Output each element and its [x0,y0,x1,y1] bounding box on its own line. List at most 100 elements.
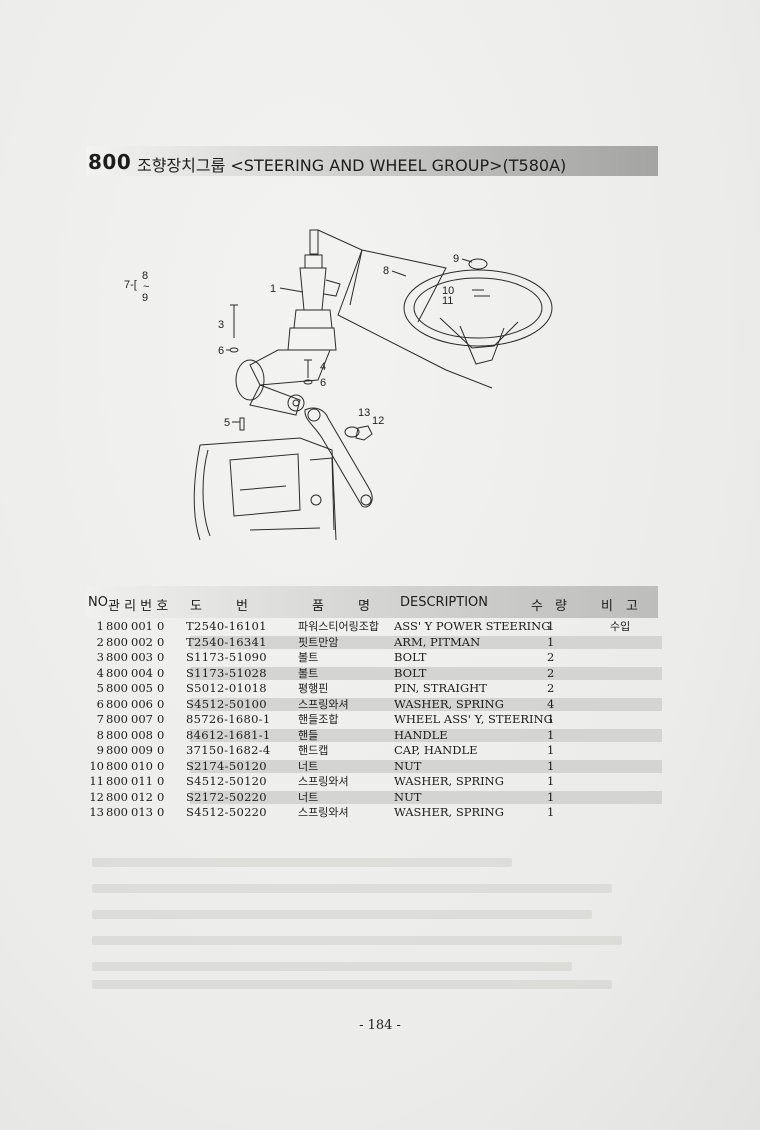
row-variant: 0 [157,619,165,633]
callout-bracket-9: 9 [142,292,148,304]
callout-bracket-7: 7-[ [124,279,137,291]
show-through-line [92,962,572,971]
row-korean-name: 핏트만암 [298,635,339,649]
row-quantity: 1 [547,712,555,726]
row-seq: 011 [131,774,153,788]
row-quantity: 2 [547,650,555,664]
row-no: 4 [96,665,104,680]
row-description: WASHER, SPRING [394,805,504,819]
row-quantity: 1 [547,789,555,804]
row-description: NUT [394,789,422,804]
row-variant: 0 [157,681,165,695]
callout-12: 12 [372,415,384,427]
row-no: 6 [96,696,104,711]
row-part-number: S4512-50220 [186,805,267,819]
callout-4: 4 [320,361,326,373]
row-description: BOLT [394,650,427,664]
row-korean-name: 핸드캡 [298,744,329,757]
row-group: 800 [106,758,128,773]
row-variant: 0 [157,789,165,804]
callout-1: 1 [270,283,276,295]
row-seq: 003 [131,650,153,664]
row-variant: 0 [157,634,165,649]
steering-wheel [403,269,553,365]
row-part-number: T2540-16341 [186,634,267,649]
row-no: 1 [96,619,104,633]
row-quantity: 2 [547,681,555,695]
row-korean-name: 파워스티어링조합 [298,620,379,633]
row-seq: 013 [131,805,153,819]
row-quantity: 2 [547,665,555,680]
callout-bracket-tilde: ~ [143,281,149,293]
table-header-bar [86,586,658,618]
row-variant: 0 [157,650,165,664]
pitman-arm [304,407,373,508]
show-through-line [92,980,612,989]
bolt-4 [303,359,313,385]
row-description: WASHER, SPRING [394,774,504,788]
row-variant: 0 [157,758,165,773]
row-korean-name: 핸들조합 [298,713,339,726]
row-group: 800 [106,743,128,757]
show-through-line [92,858,512,867]
row-part-number: S5012-01018 [186,681,267,695]
row-no: 3 [96,650,104,664]
row-group: 800 [106,696,128,711]
row-seq: 004 [131,665,153,680]
row-group: 800 [106,712,128,726]
callout-13: 13 [358,407,370,419]
row-part-number: 37150-1682-4 [186,743,271,757]
steering-exploded-diagram: 7-[ 8 ~ 9 3 6 4 6 1 [124,229,553,541]
col-name-1: 품 [312,599,324,614]
col-description: DESCRIPTION [400,595,488,610]
row-quantity: 1 [547,774,555,788]
callout-8: 8 [383,265,389,277]
row-no: 9 [96,743,104,757]
group-number: 800 [88,150,132,174]
row-korean-name: 볼트 [298,651,319,664]
row-variant: 0 [157,774,165,788]
row-korean-name: 스프링와셔 [298,697,349,711]
row-quantity: 1 [547,634,555,649]
row-variant: 0 [157,805,165,819]
row-remark: 수입 [610,620,631,633]
row-korean-name: 스프링와셔 [298,775,349,788]
row-group: 800 [106,805,128,819]
row-group: 800 [106,634,128,649]
col-drawing-2: 번 [236,599,248,614]
row-variant: 0 [157,727,165,742]
row-seq: 008 [131,727,153,742]
row-quantity: 1 [547,743,555,757]
col-mgmt-number: 관 리 번 호 [108,599,169,614]
col-qty-1: 수 [531,599,543,614]
row-part-number: 85726-1680-1 [186,712,271,726]
bolt-3 [229,304,239,353]
col-qty-2: 량 [555,599,567,614]
row-seq: 002 [131,634,153,649]
row-quantity: 1 [547,727,555,742]
row-no: 10 [89,758,104,773]
row-description: PIN, STRAIGHT [394,681,487,695]
row-korean-name: 핸들 [298,728,319,742]
page-number: - 184 - [359,1018,401,1033]
row-group: 800 [106,650,128,664]
row-no: 7 [96,712,104,726]
row-description: BOLT [394,665,427,680]
callout-3: 3 [218,319,224,331]
row-no: 5 [96,681,104,695]
col-remark-1: 비 [601,599,613,614]
nut-12-washer-13 [344,425,373,441]
header-bar [86,146,658,176]
row-quantity: 1 [547,758,555,773]
row-korean-name: 볼트 [298,666,319,680]
